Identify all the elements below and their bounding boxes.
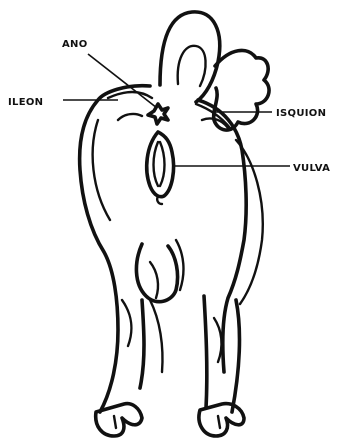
cow-udder-fold: [150, 262, 158, 298]
cow-hip-left: [118, 114, 142, 120]
cow-hoof-left-split: [114, 416, 116, 428]
label-ano: ANO: [62, 39, 88, 50]
cow-flank-left: [93, 120, 110, 220]
label-isquion: ISQUION: [276, 108, 326, 119]
label-ileon: ILEON: [8, 97, 43, 108]
cow-leg-left-front: [150, 300, 163, 372]
cow-leg-right-outer: [232, 300, 239, 412]
vulva-inner: [154, 142, 165, 186]
cow-leg-left-inner: [140, 300, 144, 388]
anus-mark: [148, 104, 168, 124]
label-vulva: VULVA: [293, 163, 330, 174]
cow-leg-right-inner: [204, 296, 207, 408]
cow-leg-right-hock: [214, 318, 221, 362]
cow-leg-left-hock: [122, 300, 131, 346]
cow-hoof-right: [199, 404, 244, 436]
cow-tail-inner: [178, 46, 206, 86]
cow-hoof-left: [96, 404, 142, 436]
cow-flank-right: [236, 140, 263, 304]
cow-back-line: [108, 92, 230, 128]
cow-tail: [160, 12, 220, 102]
cow-hoof-right-split: [218, 416, 220, 428]
